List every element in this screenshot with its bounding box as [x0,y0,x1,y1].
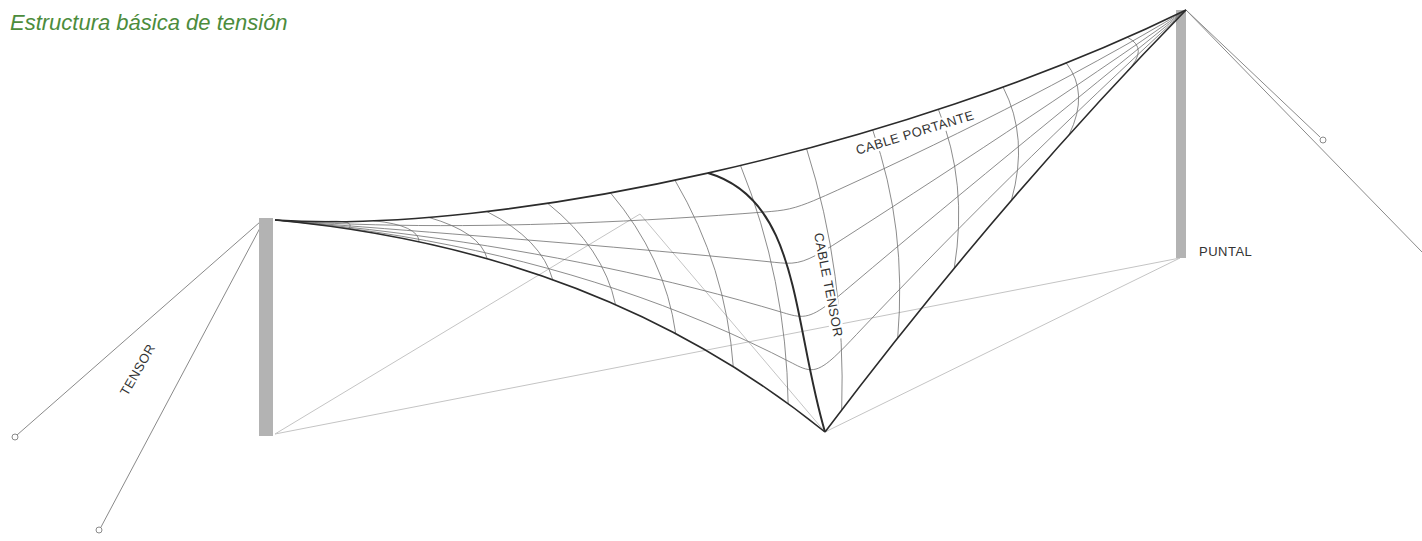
guy-cable [17,222,260,435]
membrane-line [548,203,616,304]
part-label: CABLE PORTANTE [852,108,977,158]
edge-cable [825,10,1186,432]
guy-cable [1186,10,1320,137]
reference-line [825,258,1180,432]
membrane-line [275,10,1186,370]
membrane-line [275,10,1186,226]
membrane-line [873,130,900,338]
anchor-point [96,527,102,533]
membrane-line [938,109,958,268]
mast [259,218,273,436]
anchor-point [1320,137,1326,143]
mast [1176,10,1186,258]
reference-line [275,258,1180,434]
reference-lines [275,214,1180,434]
membrane-line [487,212,553,280]
guy-cable [1186,10,1422,252]
membrane-edges [275,10,1186,432]
ridge-cable [275,10,1186,222]
edge-cable [275,220,825,432]
guy-cable [101,228,260,527]
membrane-line [275,10,1186,316]
part-label: PUNTAL [1197,245,1254,259]
part-label: TENSOR [117,340,160,400]
membrane-line [611,193,676,334]
diagram-title: Estructura básica de tensión [10,10,288,36]
membrane-grid [275,10,1186,410]
guy-cables [12,10,1422,533]
valley-cable [708,173,825,432]
anchor-point [12,434,18,440]
part-label: CABLE TENSOR [811,230,846,341]
reference-line [640,214,825,432]
membrane-line [740,165,788,403]
membrane-line [275,10,1186,263]
